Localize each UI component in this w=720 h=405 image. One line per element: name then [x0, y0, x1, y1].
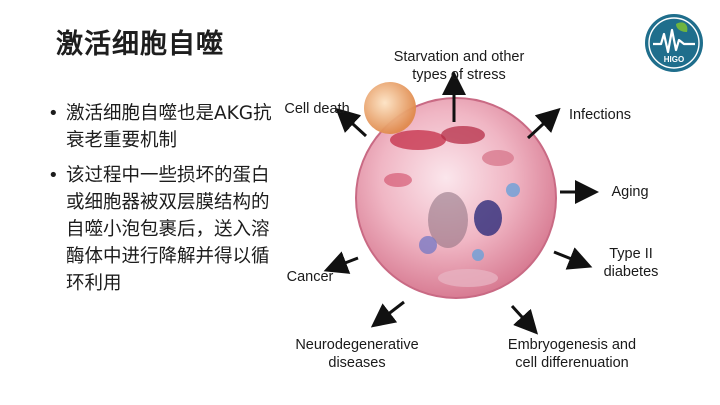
higo-logo: HIGO [645, 14, 703, 72]
organelle [441, 126, 485, 144]
svg-text:HIGO: HIGO [664, 55, 684, 64]
label-cell-death: Cell death [284, 101, 350, 117]
slide-title: 激活细胞自噬 [56, 29, 224, 60]
label-aging: Aging [611, 184, 649, 200]
bullet-dot-icon: • [48, 103, 59, 124]
arrow-infections [526, 107, 561, 140]
vesicle [472, 249, 484, 261]
label-starvation: Starvation and other types of stress [393, 49, 525, 83]
bullet-dot-icon: • [48, 165, 59, 186]
label-embryogenesis: Embryogenesis and cell differenuation [507, 337, 637, 371]
bullet-item: • 激活细胞自噬也是AKG抗衰老重要机制 [44, 100, 274, 154]
arrow-cell-death [335, 107, 368, 138]
label-cancer: Cancer [286, 269, 334, 285]
vesicle [506, 183, 520, 197]
label-neuro: Neurodegenerative diseases [295, 337, 419, 371]
organelle [438, 269, 498, 287]
vesicle [419, 236, 437, 254]
protein-cluster [474, 200, 502, 236]
bullet-text: 该过程中一些损坏的蛋白或细胞器被双层膜结构的自噬小泡包裹后，送入溶酶体中进行降解… [66, 165, 270, 294]
lysosome [364, 82, 416, 134]
bullet-list: • 激活细胞自噬也是AKG抗衰老重要机制 • 该过程中一些损坏的蛋白或细胞器被双… [44, 100, 274, 305]
arrow-diabetes [553, 247, 593, 270]
bullet-text: 激活细胞自噬也是AKG抗衰老重要机制 [66, 103, 272, 151]
label-diabetes: Type II diabetes [603, 246, 659, 280]
autophagy-illustration [323, 71, 599, 335]
organelle [482, 150, 514, 166]
label-infections: Infections [568, 107, 632, 123]
arrow-cancer [323, 251, 359, 274]
bullet-item: • 该过程中一些损坏的蛋白或细胞器被双层膜结构的自噬小泡包裹后，送入溶酶体中进行… [44, 162, 274, 297]
organelle [390, 130, 446, 150]
arrow-embryogenesis [510, 304, 539, 335]
autophagosome [428, 192, 468, 248]
organelle [384, 173, 412, 187]
autophagy-diagram: Starvation and other types of stress Inf… [268, 40, 720, 405]
arrow-neuro [370, 300, 405, 328]
